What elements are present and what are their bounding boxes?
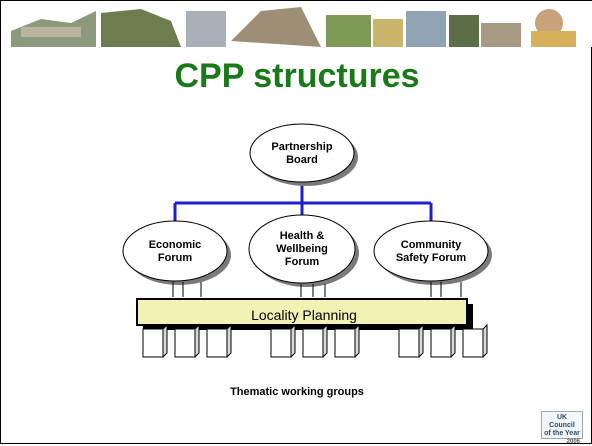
photo-banner: [1, 1, 592, 47]
working-group-box: [174, 323, 200, 358]
partnership-board-ellipse: [249, 123, 355, 183]
thematic-working-groups-label: Thematic working groups: [230, 386, 364, 398]
community-forum-label: Community Safety Forum: [395, 239, 467, 264]
working-group-box: [334, 323, 360, 358]
community-forum-ellipse: [373, 220, 489, 282]
health-forum-ellipse: [248, 214, 356, 284]
working-group-boxes: [142, 323, 488, 358]
forum-ticks: [172, 282, 462, 297]
locality-bar: [136, 298, 468, 326]
health-forum-label: Health & Wellbeing Forum: [276, 230, 328, 268]
economic-forum-ellipse: [122, 220, 228, 282]
working-group-box: [302, 323, 328, 358]
uk-council-award-logo: UK Council of the Year 2006: [541, 411, 583, 445]
working-group-box: [206, 323, 232, 358]
working-group-box: [142, 323, 168, 358]
economic-forum-label: Economic Forum: [148, 239, 202, 264]
locality-planning-label: Locality Planning: [251, 307, 357, 323]
slide-title: CPP structures: [174, 57, 420, 95]
working-group-box: [462, 323, 488, 358]
working-group-box: [430, 323, 456, 358]
working-group-box: [398, 323, 424, 358]
working-group-box: [270, 323, 296, 358]
partnership-board-label: Partnership Board: [271, 141, 333, 166]
